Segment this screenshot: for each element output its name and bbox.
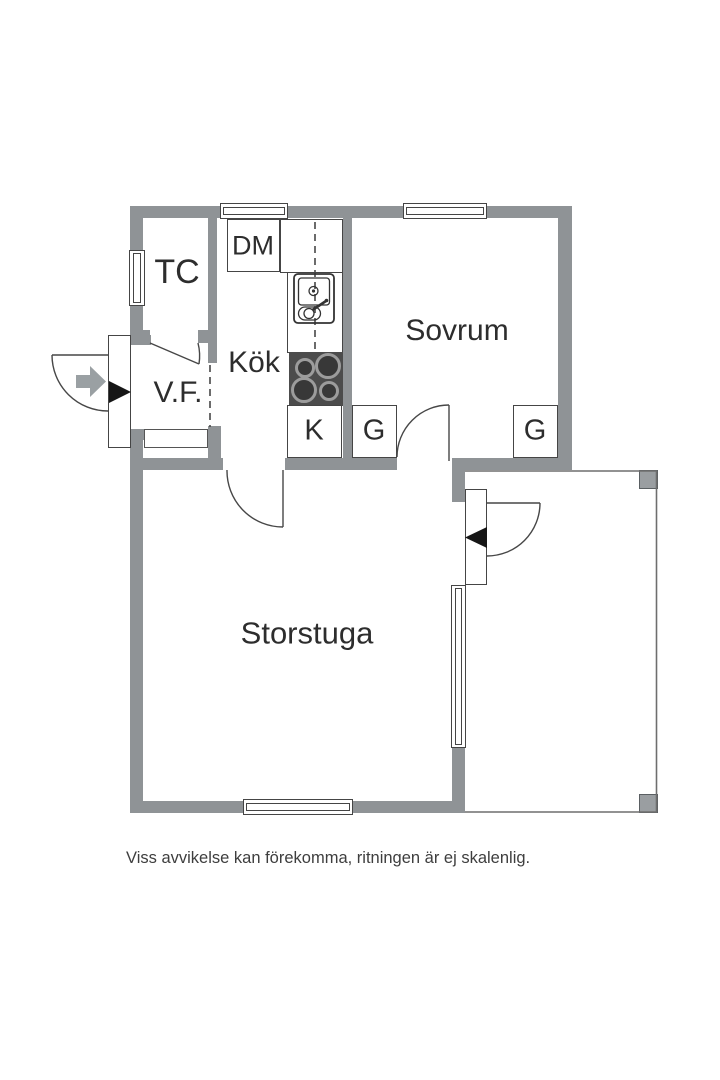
patio-post-top-right — [639, 470, 658, 489]
entrance-door-leaf — [108, 335, 131, 448]
window-pane — [455, 588, 462, 745]
entrance-door-swing-icon — [51, 354, 109, 412]
entrance-jamb-top — [143, 335, 151, 345]
window-tc-icon — [129, 250, 145, 306]
room-label-kyl: K — [304, 414, 324, 447]
room-label-kok: Kök — [228, 346, 280, 379]
sovrum-door-swing-icon — [396, 404, 450, 461]
wardrobe-2-box — [513, 405, 558, 458]
patio-door-leaf — [465, 489, 487, 585]
room-label-sovrum: Sovrum — [405, 314, 509, 347]
wall-storstuga-top-left — [130, 458, 223, 470]
dishwasher-box — [227, 219, 280, 272]
wall-left-lower — [130, 429, 143, 813]
window-storstuga-bottom-icon — [243, 799, 353, 815]
room-label-storstuga: Storstuga — [240, 615, 374, 651]
wall-storstuga-top-mid — [285, 458, 397, 470]
wall-top — [130, 206, 572, 218]
wall-patio-door-stub — [452, 462, 465, 502]
disclaimer-text: Viss avvikelse kan förekomma, ritningen … — [126, 849, 531, 867]
stove-icon — [289, 352, 343, 406]
wardrobe-1-box — [352, 405, 397, 458]
counter-sink-box — [287, 272, 343, 353]
patio-door-swing-icon — [486, 502, 541, 557]
wall-storstuga-right-stub — [452, 748, 465, 808]
window-sovrum-icon — [403, 203, 487, 219]
room-label-tc: TC — [154, 253, 200, 291]
wall-sovrum-right — [558, 206, 572, 470]
entrance-arrow-icon — [76, 366, 106, 397]
window-pane — [223, 207, 285, 215]
wall-sovrum-bottom — [452, 458, 572, 470]
window-kitchen-icon — [220, 203, 288, 219]
wall-tc-kok — [208, 218, 217, 363]
wall-kok-sovrum — [343, 218, 352, 468]
window-pane — [406, 207, 484, 215]
fridge-box — [287, 405, 342, 458]
room-label-garderob-2: G — [523, 414, 547, 447]
patio-post-bottom-right — [639, 794, 658, 813]
window-pane — [133, 253, 141, 303]
tc-door-swing-icon — [149, 342, 201, 365]
hall-niche-box — [144, 429, 208, 448]
wall-tc-bottom-right — [198, 330, 217, 343]
window-pane — [246, 803, 350, 811]
counter-upper-box — [280, 219, 343, 273]
room-label-dm: DM — [232, 230, 274, 261]
window-storstuga-right-icon — [451, 585, 466, 748]
room-label-garderob-1: G — [362, 414, 386, 447]
kok-door-swing-icon — [226, 469, 284, 528]
patio-outline — [465, 470, 658, 813]
room-label-vf: V.F. — [153, 376, 203, 409]
